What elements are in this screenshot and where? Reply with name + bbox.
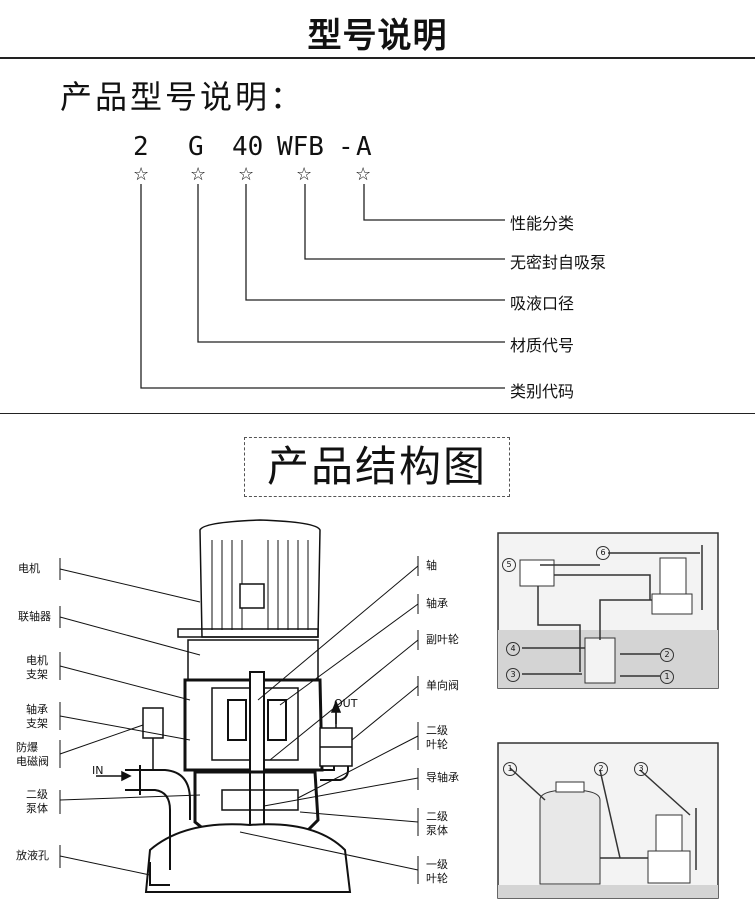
label-first-impeller: 一级 叶轮 — [426, 858, 448, 885]
connector-inlet — [245, 184, 505, 301]
label-auxiliary-impeller: 副叶轮 — [426, 633, 459, 646]
connector-material — [197, 184, 505, 343]
inset-marker: 6 — [596, 546, 610, 560]
bearing-right — [267, 699, 287, 741]
inset-marker: 3 — [506, 668, 520, 682]
label-second-stage-body-right: 二级 泵体 — [426, 810, 448, 837]
label-bearing-bracket: 轴承 支架 — [26, 703, 48, 730]
label-guide-bearing: 导轴承 — [426, 771, 459, 784]
divider-middle — [0, 413, 755, 414]
star-icon: ☆ — [296, 164, 313, 185]
code-part-series: WFB — [277, 132, 324, 162]
storage-tank — [539, 789, 601, 885]
label-bearing: 轴承 — [426, 597, 448, 610]
label-inlet-diameter: 吸液口径 — [510, 294, 575, 313]
inset-marker: 1 — [503, 762, 517, 776]
label-category-code: 类别代码 — [510, 382, 575, 401]
code-part-type: 2 — [133, 132, 149, 162]
junction-box — [239, 583, 265, 609]
inset-pump — [659, 557, 687, 595]
label-material-code: 材质代号 — [510, 336, 575, 355]
model-title: 产品型号说明： — [60, 78, 306, 116]
base — [144, 823, 352, 893]
star-icon: ☆ — [133, 164, 150, 185]
star-icon: ☆ — [190, 164, 207, 185]
label-second-stage-body-left: 二级 泵体 — [26, 788, 48, 815]
code-part-material: G — [188, 132, 204, 162]
code-part-dash: - — [338, 132, 354, 162]
inset-bottom-ground — [498, 885, 718, 898]
control-box — [519, 559, 555, 587]
motor — [199, 519, 321, 638]
label-drain-hole: 放液孔 — [16, 849, 49, 862]
inset-marker: 5 — [502, 558, 516, 572]
inset-marker: 1 — [660, 670, 674, 684]
inset-bottom-pump — [655, 814, 683, 852]
inset-marker: 2 — [660, 648, 674, 662]
label-out: OUT — [334, 697, 358, 710]
star-icon: ☆ — [238, 164, 255, 185]
inset-marker: 4 — [506, 642, 520, 656]
connector-pump-type — [304, 184, 505, 260]
label-motor-bracket: 电机 支架 — [26, 654, 48, 681]
connector-category — [140, 184, 505, 389]
label-in: IN — [92, 764, 104, 777]
label-motor: 电机 — [18, 562, 40, 575]
label-performance-class: 性能分类 — [510, 214, 575, 233]
label-pump-type: 无密封自吸泵 — [510, 253, 607, 272]
page-title: 型号说明 — [307, 16, 448, 56]
inset-marker: 2 — [594, 762, 608, 776]
label-shaft: 轴 — [426, 559, 437, 572]
inset-marker: 3 — [634, 762, 648, 776]
connector-performance — [363, 184, 505, 221]
label-solenoid-valve: 防爆 电磁阀 — [16, 741, 49, 768]
label-coupling: 联轴器 — [18, 610, 51, 623]
label-check-valve: 单向阀 — [426, 679, 459, 692]
bearing-left — [227, 699, 247, 741]
divider-top — [0, 57, 755, 59]
label-second-impeller: 二级 叶轮 — [426, 724, 448, 751]
structure-title: 产品结构图 — [244, 437, 510, 497]
code-part-performance: A — [356, 132, 372, 162]
star-icon: ☆ — [355, 164, 372, 185]
code-part-diameter: 40 — [232, 132, 264, 162]
